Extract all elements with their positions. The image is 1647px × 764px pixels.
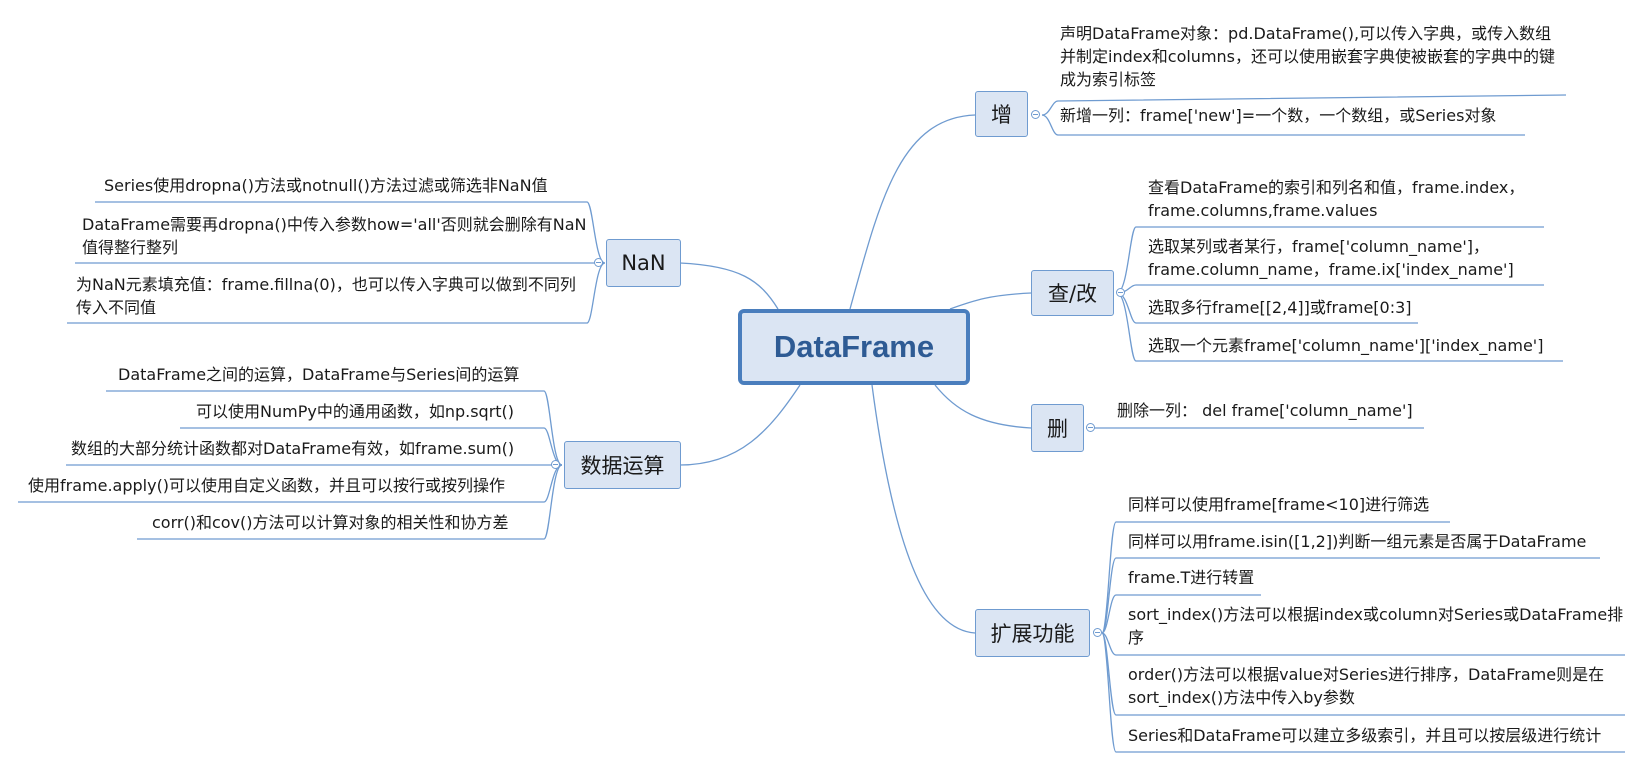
collapse-toggle-icon[interactable] (1086, 423, 1095, 432)
root-node[interactable]: DataFrame (738, 309, 970, 385)
leaf-extend-multiindex: Series和DataFrame可以建立多级索引，并且可以按层级进行统计 (1128, 726, 1602, 745)
leaf-ops-ufunc: 可以使用NumPy中的通用函数，如np.sqrt() (196, 402, 515, 421)
leaf-ops-apply: 使用frame.apply()可以使用自定义函数，并且可以按行或按列操作 (28, 476, 506, 495)
leaf-extend-isin: 同样可以用frame.isin([1,2])判断一组元素是否属于DataFram… (1128, 532, 1587, 551)
leaf-ops-between: DataFrame之间的运算，DataFrame与Series间的运算 (118, 365, 520, 384)
leaf-query-index: 查看DataFrame的索引和列名和值，frame.index，frame.co… (1148, 178, 1525, 220)
leaf-query-rows: 选取多行frame[[2,4]]或frame[0:3] (1148, 298, 1412, 317)
leaf-extend-sort-index: sort_index()方法可以根据index或column对Series或Da… (1128, 605, 1624, 647)
branch-add[interactable]: 增 (975, 91, 1028, 137)
leaf-add-column: 新增一列：frame['new']=一个数，一个数组，或Series对象 (1060, 106, 1497, 125)
leaf-delete-column: 删除一列： del frame['column_name'] (1117, 401, 1413, 420)
collapse-toggle-icon[interactable] (1116, 288, 1125, 297)
leaf-nan-fillna: 为NaN元素填充值：frame.fillna(0)，也可以传入字典可以做到不同列… (76, 275, 576, 317)
leaf-extend-order: order()方法可以根据value对Series进行排序，DataFrame则… (1128, 665, 1605, 707)
leaf-nan-dropna: Series使用dropna()方法或notnull()方法过滤或筛选非NaN值 (104, 176, 548, 195)
collapse-toggle-icon[interactable] (551, 460, 560, 469)
branch-delete[interactable]: 删 (1031, 404, 1084, 452)
branch-nan[interactable]: NaN (606, 239, 681, 287)
leaf-ops-stats: 数组的大部分统计函数都对DataFrame有效，如frame.sum() (71, 439, 515, 458)
leaf-extend-filter: 同样可以使用frame[frame<10]进行筛选 (1128, 495, 1430, 514)
collapse-toggle-icon[interactable] (1093, 628, 1102, 637)
branch-query[interactable]: 查/改 (1031, 270, 1114, 316)
branch-ops[interactable]: 数据运算 (564, 441, 681, 489)
leaf-extend-transpose: frame.T进行转置 (1128, 568, 1255, 587)
leaf-nan-how-all: DataFrame需要再dropna()中传入参数how='all'否则就会删除… (82, 215, 587, 257)
collapse-toggle-icon[interactable] (594, 258, 603, 267)
leaf-query-select: 选取某列或者某行，frame['column_name']，frame.colu… (1148, 237, 1514, 279)
leaf-ops-corr-cov: corr()和cov()方法可以计算对象的相关性和协方差 (152, 513, 509, 532)
branch-extend[interactable]: 扩展功能 (975, 609, 1090, 657)
collapse-toggle-icon[interactable] (1031, 110, 1040, 119)
leaf-add-declare: 声明DataFrame对象：pd.DataFrame(),可以传入字典，或传入数… (1060, 24, 1556, 89)
leaf-query-element: 选取一个元素frame['column_name']['index_name'] (1148, 336, 1544, 355)
